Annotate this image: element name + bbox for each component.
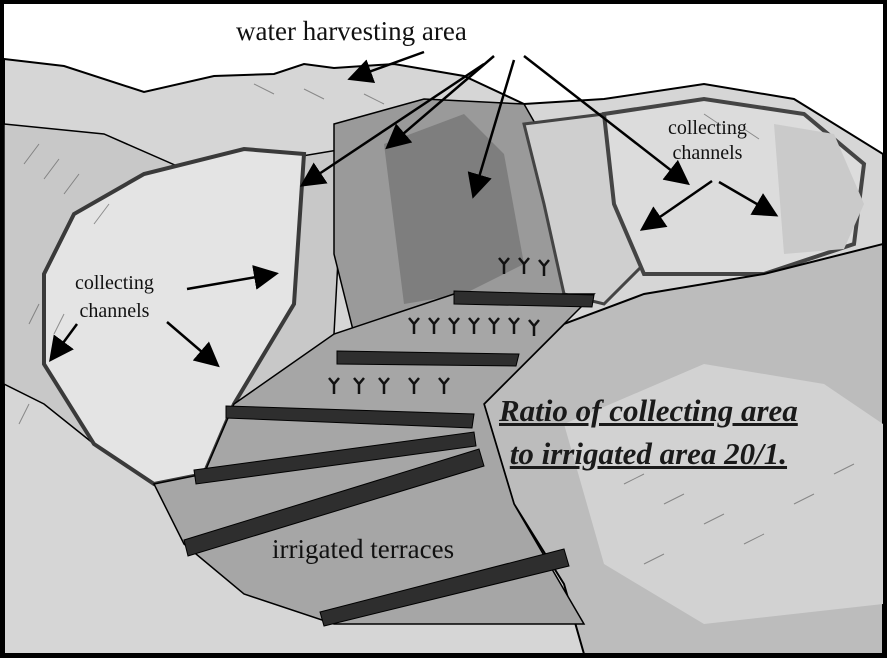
label-irrigated-terraces: irrigated terraces	[272, 534, 454, 565]
label-collecting-channels-left: collecting channels	[75, 269, 154, 325]
label-ratio: Ratio of collecting area to irrigated ar…	[499, 389, 798, 475]
title-water-harvesting-area: water harvesting area	[236, 16, 467, 47]
label-collecting-channels-right: collecting channels	[668, 116, 747, 166]
